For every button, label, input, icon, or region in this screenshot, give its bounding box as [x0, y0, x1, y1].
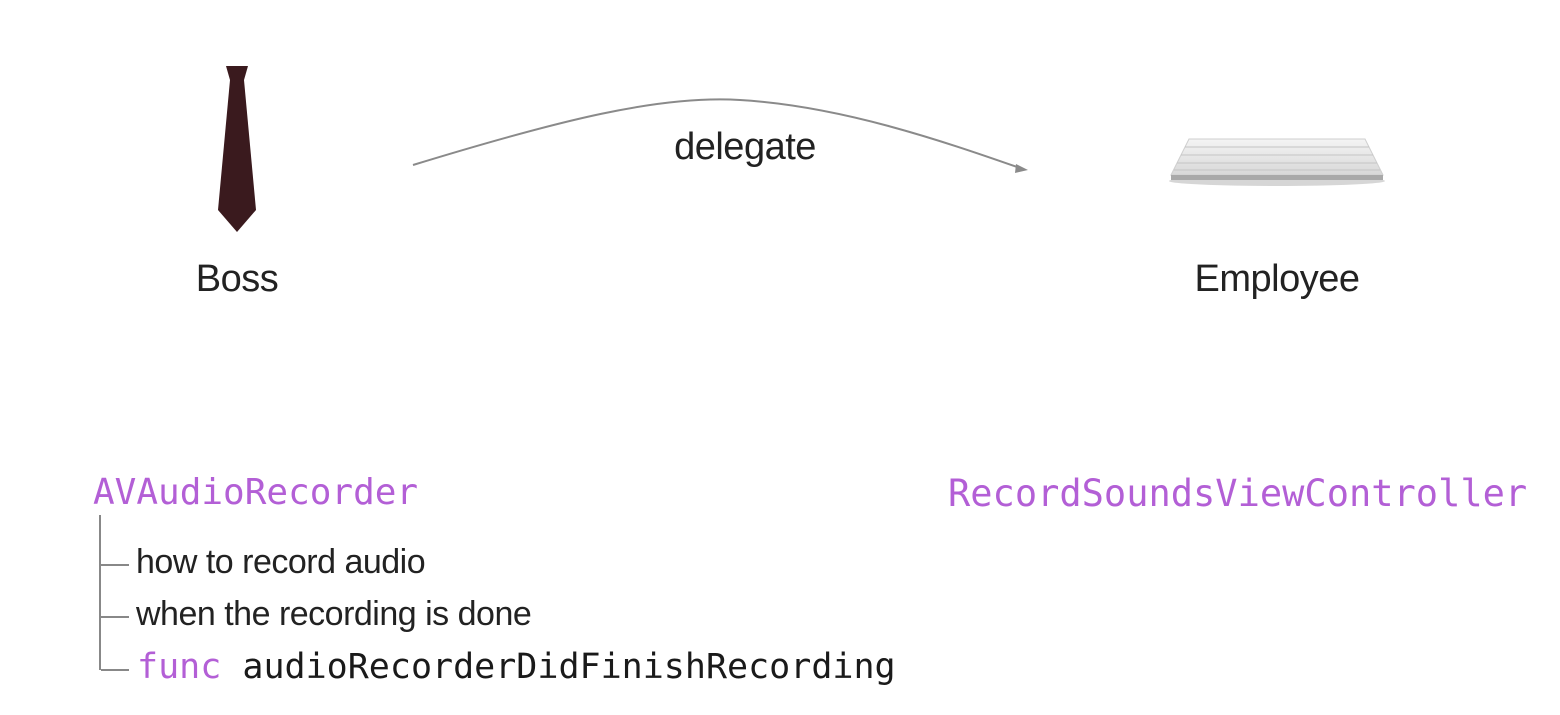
employee-label: Employee — [1194, 258, 1360, 300]
delegate-label: delegate — [674, 126, 816, 168]
keyboard-icon — [1169, 138, 1385, 186]
tree-branch — [101, 616, 129, 618]
tie-icon — [218, 66, 256, 232]
employee-class-name: RecordSoundsViewController — [948, 472, 1528, 515]
boss-class-name: AVAudioRecorder — [93, 472, 419, 513]
responsibility-item: when the recording is done — [136, 595, 532, 633]
responsibility-item: how to record audio — [136, 543, 426, 581]
method-name: audioRecorderDidFinishRecording — [242, 647, 896, 687]
tree-branch — [101, 669, 129, 671]
func-keyword: func — [137, 647, 222, 687]
tree-trunk — [99, 515, 101, 670]
boss-label: Boss — [195, 258, 279, 300]
delegate-method-item: func audioRecorderDidFinishRecording — [137, 647, 896, 687]
tree-branch — [101, 564, 129, 566]
